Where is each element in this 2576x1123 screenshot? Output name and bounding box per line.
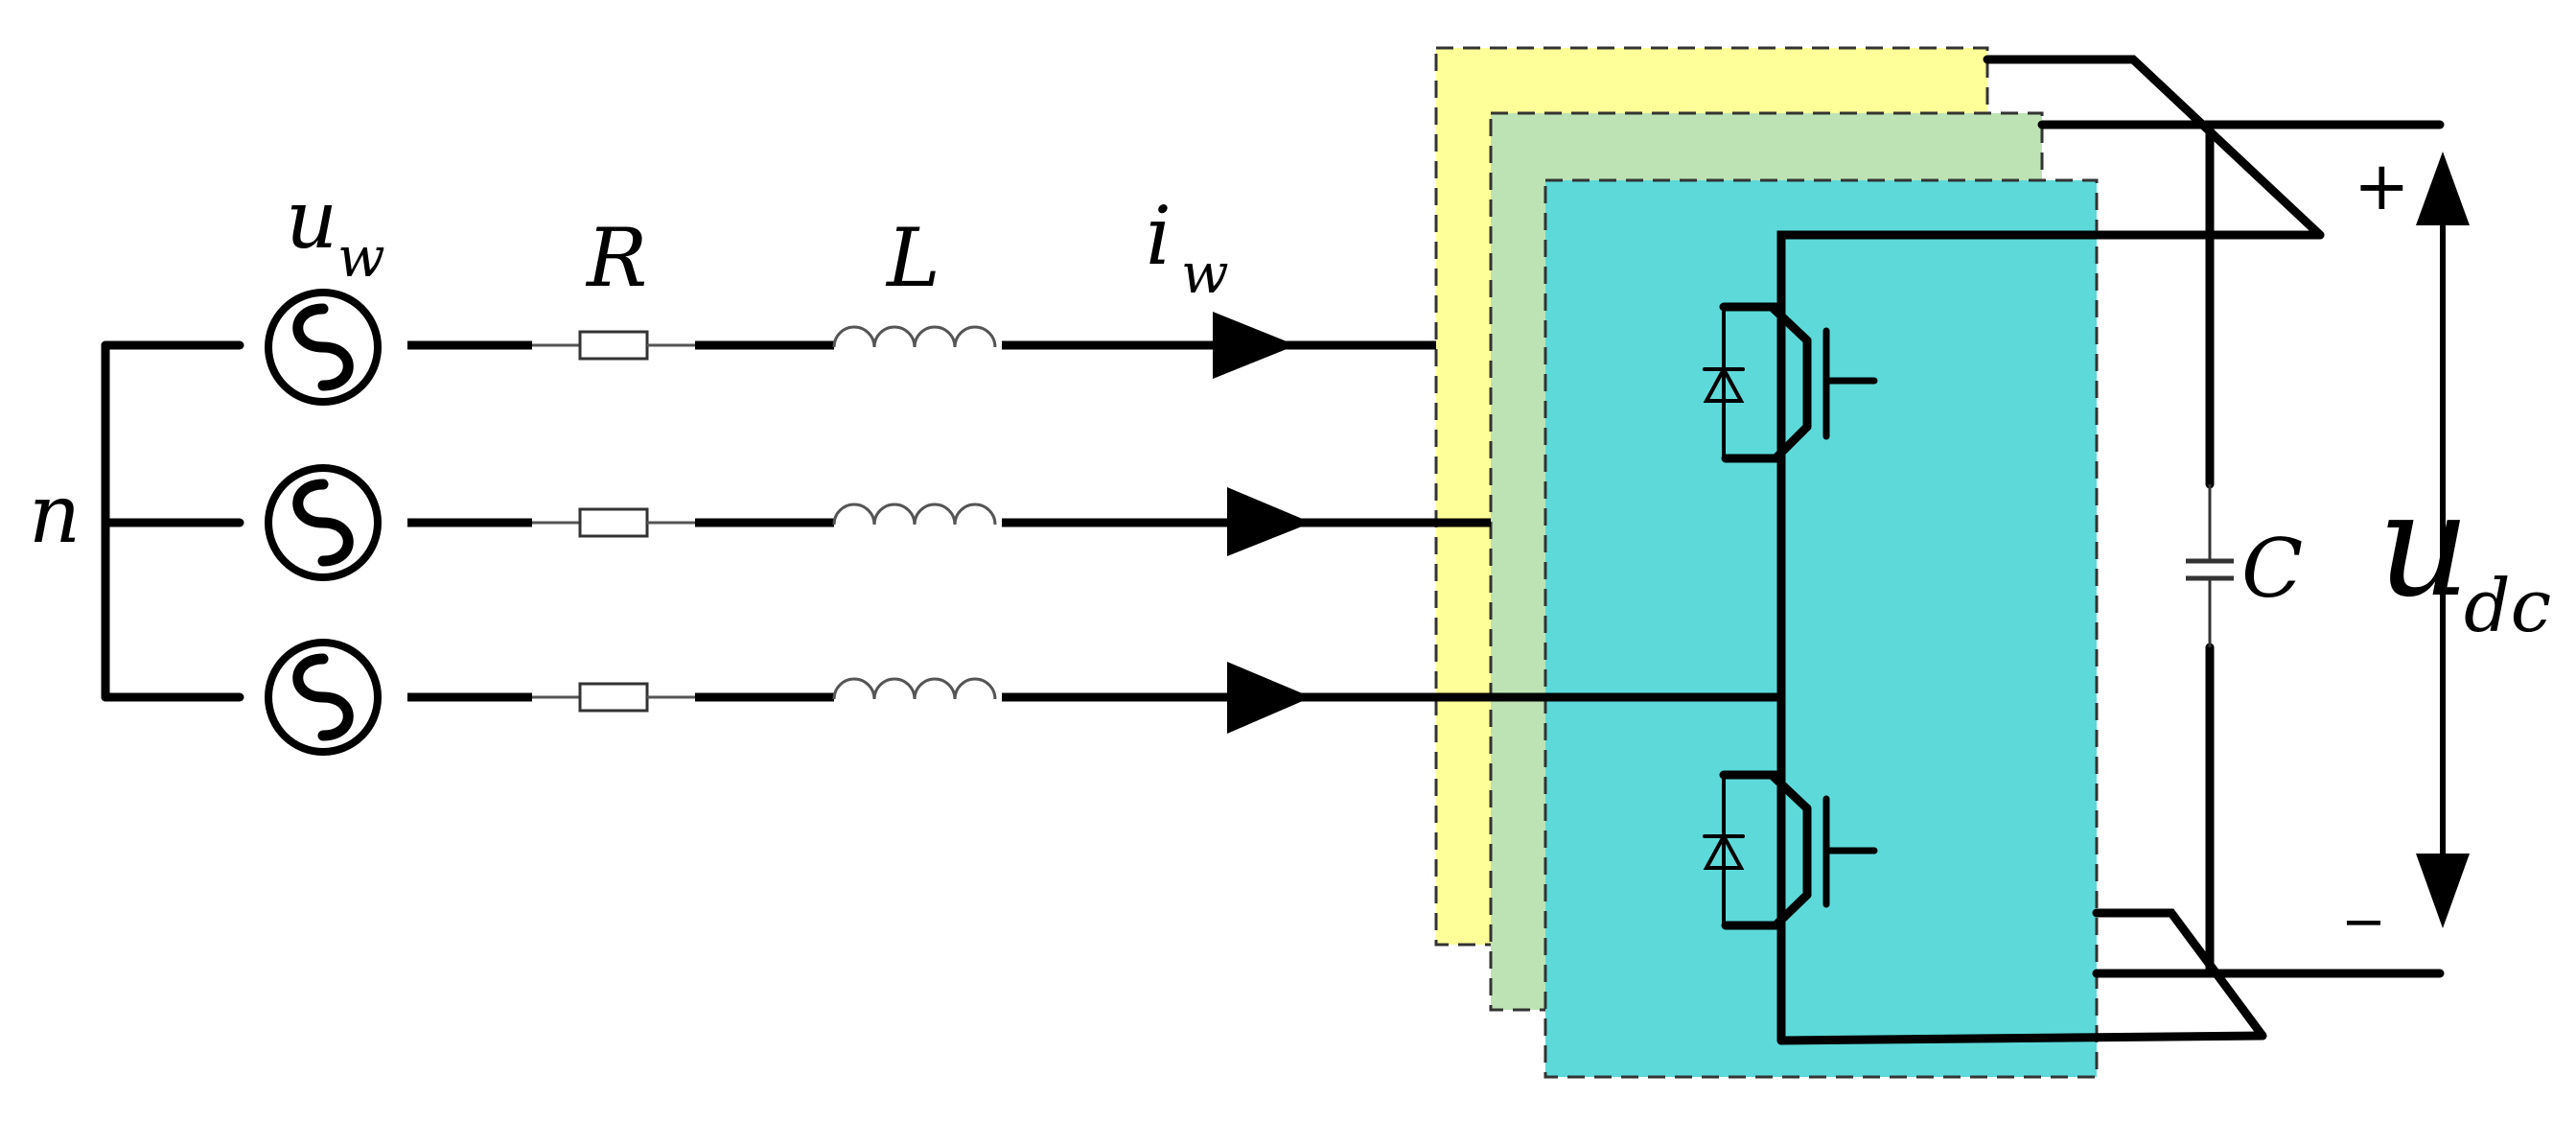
- upper-igbt-icon: [1703, 302, 1878, 463]
- dc-negative-bus: [2092, 643, 2445, 1041]
- resistor-b: [578, 507, 649, 538]
- resistor-a: [578, 330, 649, 361]
- current-label: i: [1146, 189, 1172, 283]
- dc-voltage-subscript: dc: [2464, 563, 2551, 648]
- current-arrow-c: [1227, 662, 1311, 734]
- resistor-label: R: [585, 211, 647, 305]
- dc-link-capacitor: [2186, 484, 2234, 647]
- current-arrow-b: [1227, 487, 1311, 556]
- dc-voltage-label: u: [2378, 462, 2471, 629]
- inductor-label: L: [885, 211, 940, 305]
- neutral-bus: [101, 340, 244, 702]
- phase-c-line: [265, 639, 1781, 756]
- current-arrow-a: [1213, 312, 1296, 379]
- minus-sign: −: [2341, 891, 2386, 953]
- front-leg: [1703, 230, 2325, 1045]
- dc-positive-bus: [1983, 55, 2445, 489]
- capacitor-label: C: [2241, 522, 2303, 616]
- converter-panel-phase-c: [1543, 178, 2099, 1079]
- current-subscript: w: [1181, 241, 1229, 306]
- source-voltage-label: u: [286, 173, 337, 267]
- dc-voltage-arrow: [2416, 152, 2470, 928]
- phase-a-line: [265, 289, 1436, 406]
- neutral-label: n: [29, 467, 81, 561]
- resistor-c: [578, 682, 649, 713]
- lower-igbt-icon: [1703, 770, 1878, 930]
- inductor-b: [832, 503, 997, 526]
- ac-source-b: [265, 464, 382, 581]
- inductor-a: [832, 325, 997, 348]
- ac-source-c: [265, 639, 382, 756]
- ac-source-a: [265, 289, 382, 406]
- inductor-c: [832, 677, 997, 700]
- source-voltage-subscript: w: [337, 224, 385, 290]
- phase-b-line: [265, 464, 1491, 581]
- plus-sign: +: [2354, 147, 2410, 225]
